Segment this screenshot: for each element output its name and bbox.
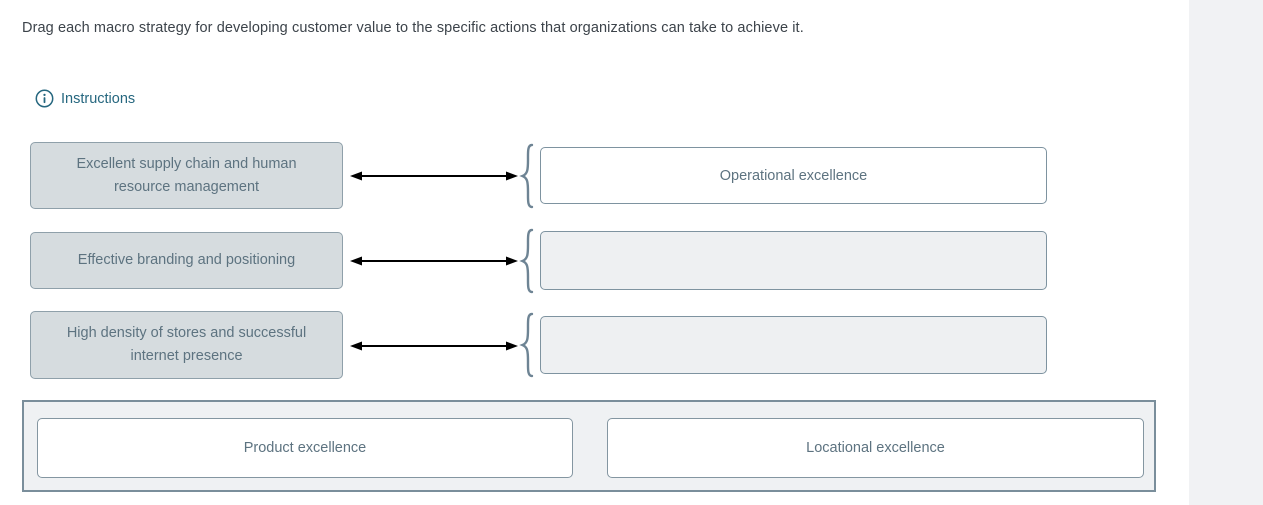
- instructions-link[interactable]: Instructions: [35, 89, 135, 108]
- double-arrow-icon: [350, 171, 518, 181]
- drag-option-product-excellence[interactable]: Product excellence: [37, 418, 573, 478]
- left-brace-icon: [519, 143, 534, 209]
- left-brace-icon: [519, 312, 534, 378]
- left-brace-icon: [519, 228, 534, 294]
- instructions-label: Instructions: [61, 90, 136, 107]
- info-icon: [35, 89, 54, 108]
- drag-source-store-density[interactable]: High density of stores and successful in…: [30, 311, 343, 379]
- drop-target-empty-3[interactable]: [540, 316, 1047, 374]
- answer-tray: Product excellence Locational excellence: [22, 400, 1156, 492]
- double-arrow-icon: [350, 256, 518, 266]
- double-arrow-icon: [350, 341, 518, 351]
- drop-target-operational[interactable]: Operational excellence: [540, 147, 1047, 204]
- drop-target-empty-2[interactable]: [540, 231, 1047, 290]
- drag-source-branding[interactable]: Effective branding and positioning: [30, 232, 343, 289]
- question-prompt: Drag each macro strategy for developing …: [22, 20, 804, 36]
- page-gutter: [1189, 0, 1263, 505]
- drag-option-locational-excellence[interactable]: Locational excellence: [607, 418, 1144, 478]
- drag-source-supply-chain[interactable]: Excellent supply chain and human resourc…: [30, 142, 343, 209]
